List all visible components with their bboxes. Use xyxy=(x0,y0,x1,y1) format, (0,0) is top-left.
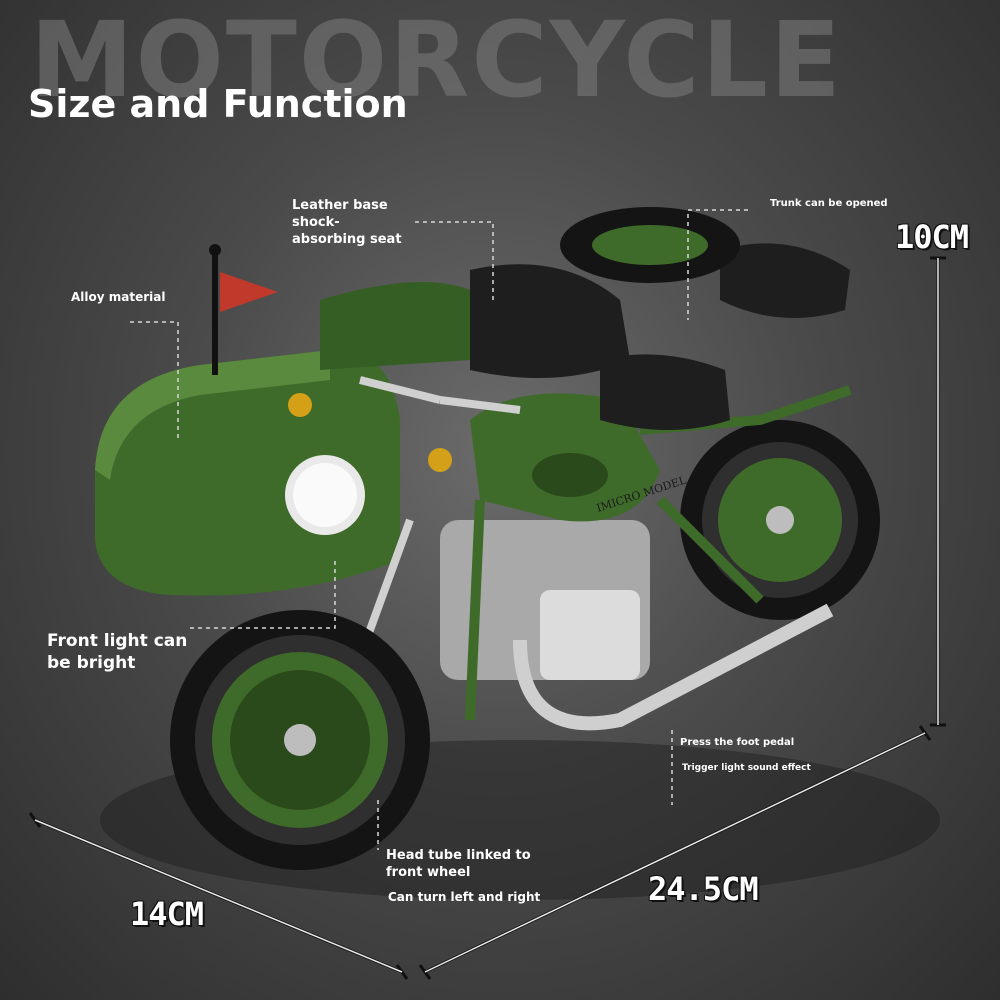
seat-label: Leather base shock- absorbing seat xyxy=(292,198,402,249)
head-tube-label-line1: Head tube linked to xyxy=(386,848,531,863)
pedal-label: Press the foot pedal xyxy=(680,737,795,748)
height-dimension: 10CM xyxy=(895,218,969,256)
length-dimension: 24.5CM xyxy=(648,870,759,908)
head-tube-label: Head tube linked to front wheel xyxy=(386,848,531,882)
background-word: MOTORCYCLE xyxy=(30,0,843,121)
head-tube-label-line2: front wheel xyxy=(386,864,471,880)
trigger-label: Trigger light sound effect xyxy=(682,763,811,773)
dimension-lines-light xyxy=(34,258,939,973)
front-light-label-line1: Front light can xyxy=(47,631,188,651)
width-dimension: 14CM xyxy=(130,895,204,933)
turn-label: Can turn left and right xyxy=(388,890,541,904)
headlight xyxy=(278,438,382,542)
alloy-label: Alloy material xyxy=(71,290,166,304)
front-light-label: Front light can be bright xyxy=(47,630,187,674)
seats xyxy=(470,243,850,430)
spare-tire xyxy=(560,207,740,283)
fuel-tank: IMICRO MODEL xyxy=(470,393,689,522)
front-wheel xyxy=(170,610,430,870)
rear-wheel xyxy=(680,420,880,620)
seat-label-line1: Leather base xyxy=(292,198,388,213)
right-indicator xyxy=(428,448,452,472)
engine xyxy=(440,520,834,731)
flag xyxy=(209,244,278,375)
left-indicator xyxy=(288,393,312,417)
leader-lines xyxy=(130,209,748,850)
trunk-label: Trunk can be opened xyxy=(770,198,888,209)
seat-label-line3: absorbing seat xyxy=(292,231,402,247)
page-title: Size and Function xyxy=(28,82,408,126)
front-light-label-line2: be bright xyxy=(47,653,136,674)
sidecar xyxy=(95,282,470,596)
seat-label-line2: shock- xyxy=(292,214,340,230)
